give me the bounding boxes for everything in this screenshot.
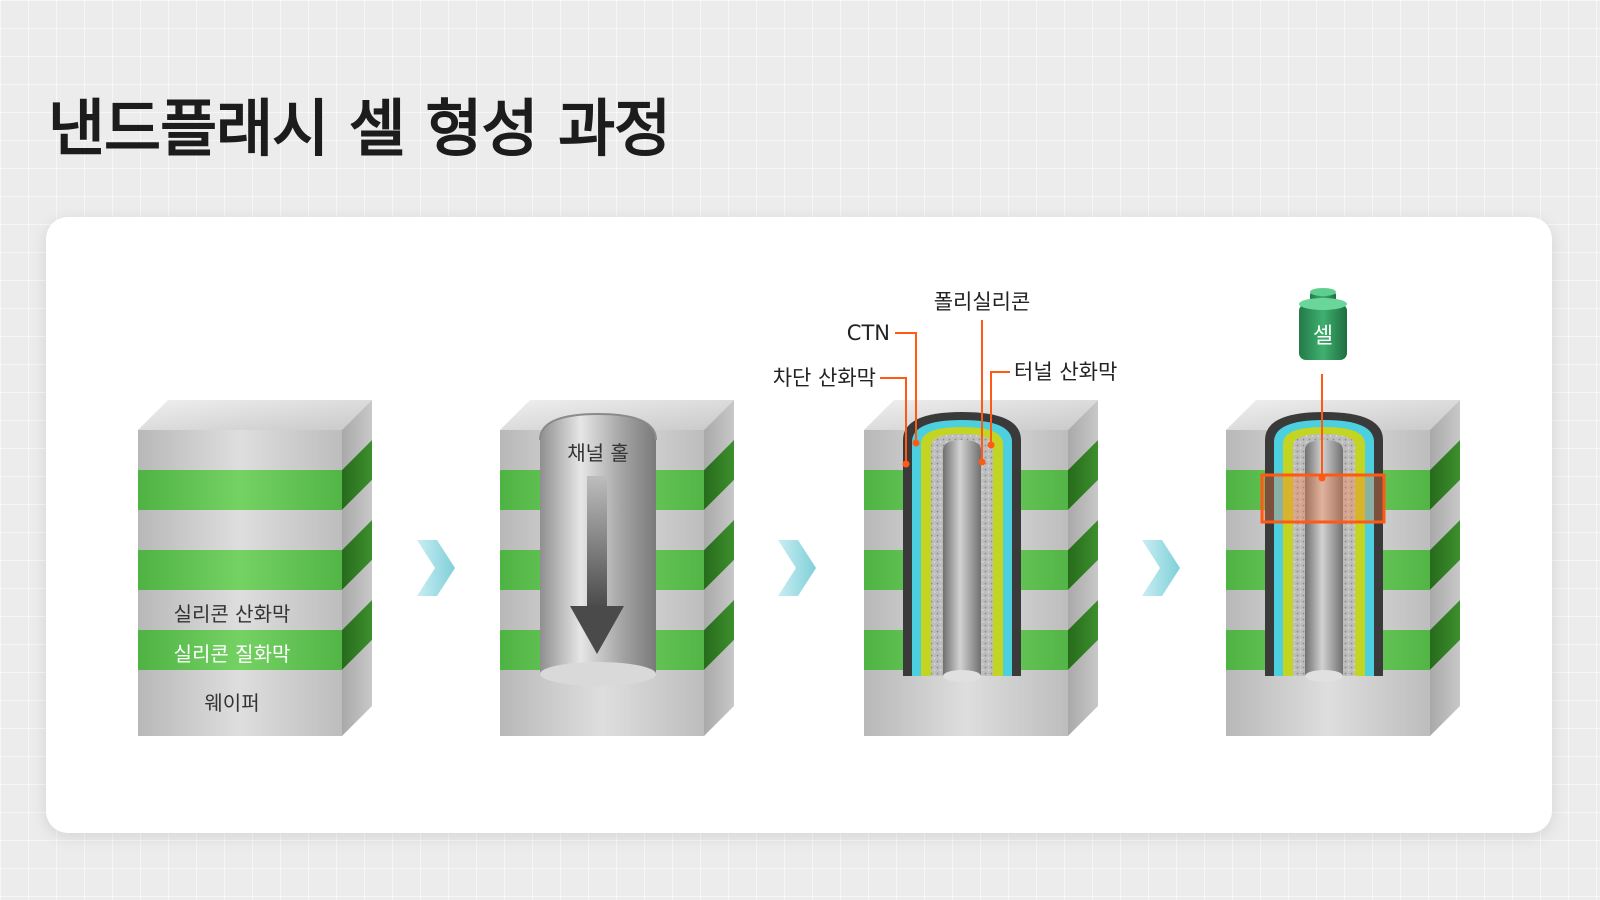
step2-channel-hole: 채널 홀 xyxy=(500,400,734,736)
silicon-nitride-label: 실리콘 질화막 xyxy=(174,642,291,666)
blocking-oxide-label: 차단 산화막 xyxy=(773,366,876,390)
page-title: 낸드플래시 셀 형성 과정 xyxy=(48,92,671,165)
cell-label: 셀 xyxy=(1313,324,1333,349)
channel-hole-label: 채널 홀 xyxy=(567,441,629,465)
step4-cell: 셀 xyxy=(1226,288,1460,736)
process-arrow-icon xyxy=(778,540,816,596)
cell-highlight-box xyxy=(1260,473,1386,524)
wafer-label: 웨이퍼 xyxy=(204,691,259,715)
process-arrow-icon xyxy=(417,540,455,596)
step1-stack: 실리콘 산화막 실리콘 질화막 웨이퍼 xyxy=(138,400,372,736)
ctn-label: CTN xyxy=(847,321,890,345)
silicon-oxide-label: 실리콘 산화막 xyxy=(174,602,291,626)
tunnel-oxide-label: 터널 산화막 xyxy=(1014,360,1117,384)
process-arrow-icon xyxy=(1142,540,1180,596)
polysilicon-label: 폴리실리콘 xyxy=(934,290,1031,314)
cell-badge-icon: 셀 xyxy=(1299,288,1347,360)
step3-layers: 폴리실리콘 CTN 차단 산화막 터널 산화막 xyxy=(773,290,1117,736)
down-arrow-icon xyxy=(570,476,624,654)
